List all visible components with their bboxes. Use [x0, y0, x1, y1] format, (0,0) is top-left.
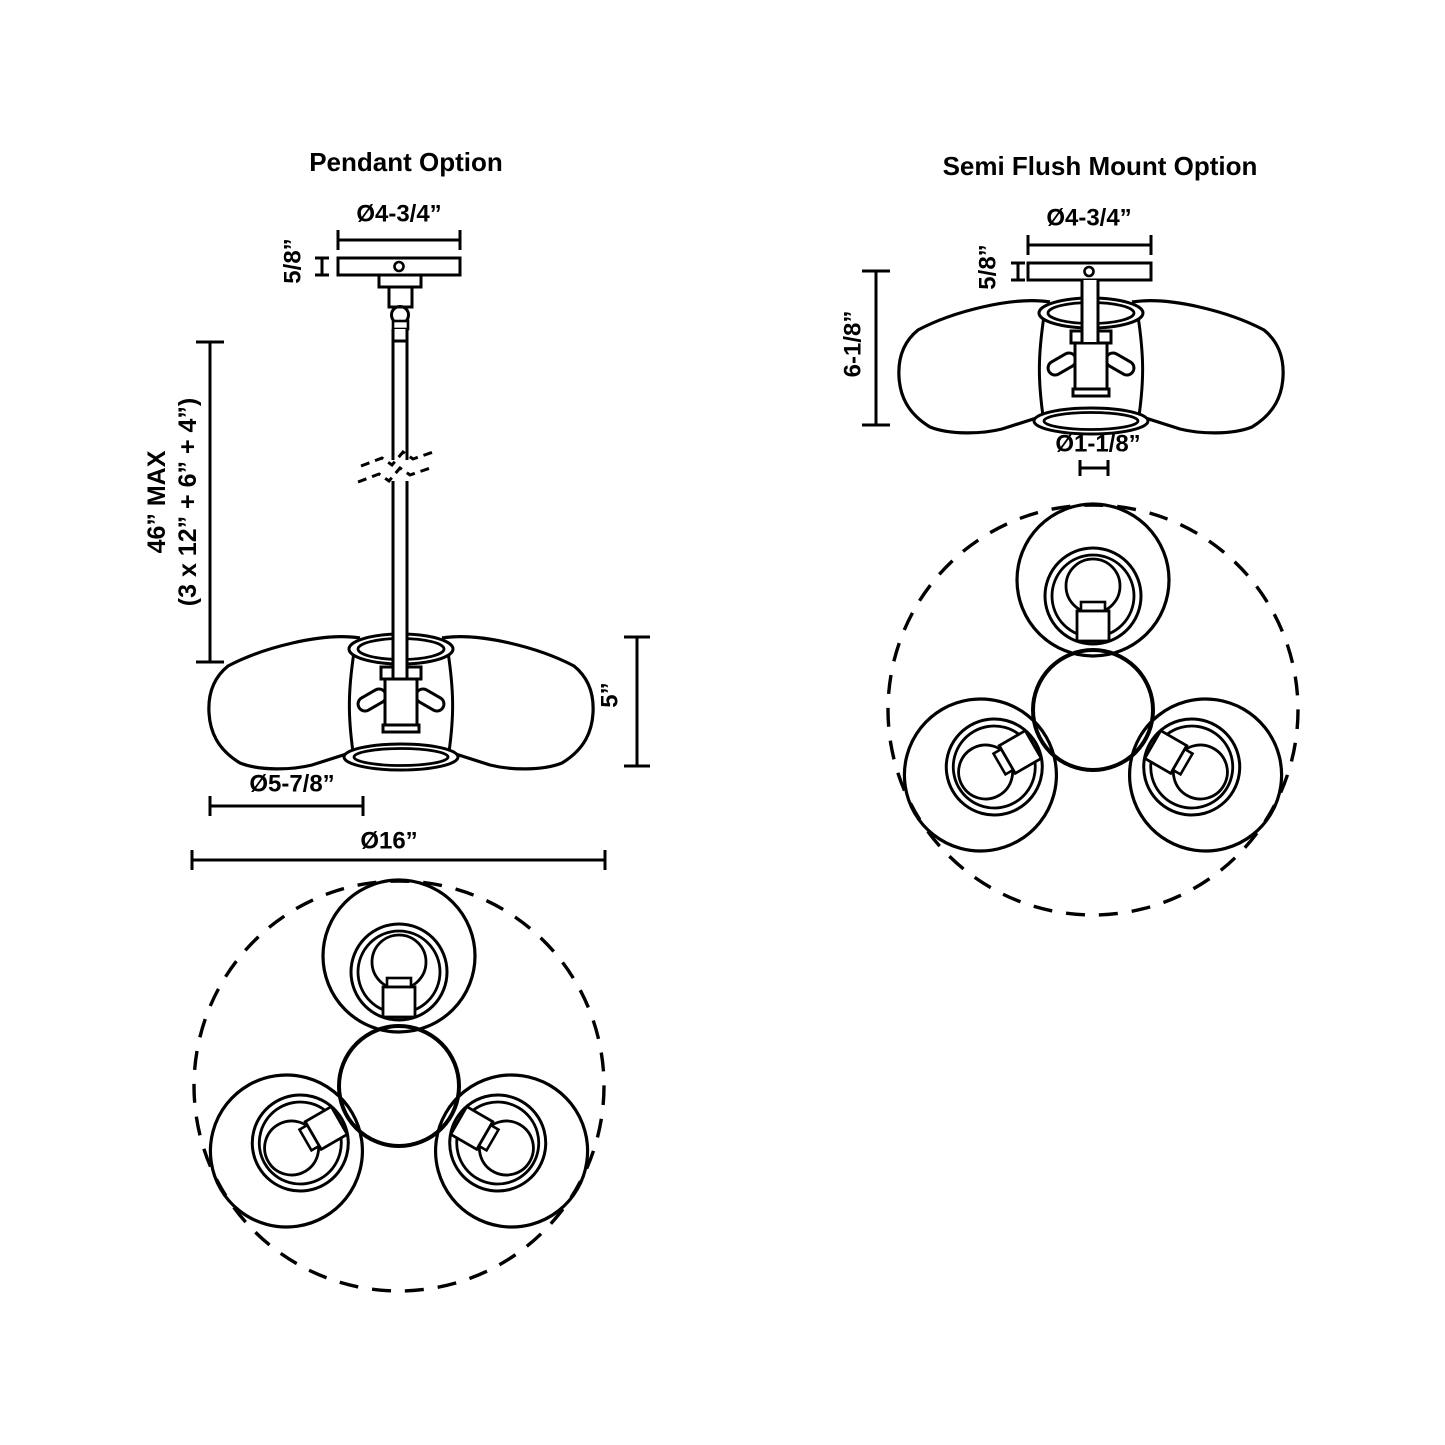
- semi-flush-canopy-height-dimline: [1011, 261, 1025, 282]
- semi-flush-plan-view: [877, 504, 1310, 915]
- semi-flush-bottom-opening-dimline: [1078, 460, 1110, 476]
- pendant-canopy-diameter-dimline: [336, 230, 462, 250]
- pendant-fixture-height-label: 5”: [597, 682, 624, 707]
- pendant-title: Pendant Option: [309, 147, 503, 177]
- semi-flush-canopy-height-label: 5/8”: [975, 244, 1002, 289]
- semi-flush-title: Semi Flush Mount Option: [943, 151, 1258, 181]
- pendant-canopy-diameter-label: Ø4-3/4”: [356, 201, 441, 228]
- semi-flush-bottom-opening-label: Ø1-1/8”: [1055, 431, 1140, 458]
- pendant-rod-length-label-line2: (3 x 12” + 6” + 4”): [174, 398, 202, 606]
- pendant-shade-diameter-label: Ø5-7/8”: [249, 771, 334, 798]
- pendant-rod-length-label-line1: 46” MAX: [143, 450, 171, 553]
- semi-flush-canopy-hole: [1083, 265, 1095, 278]
- semi-flush-canopy-diameter-label: Ø4-3/4”: [1046, 205, 1131, 232]
- semi-flush-canopy: [1026, 261, 1153, 282]
- pendant-rod-length-dimline: [196, 340, 224, 664]
- pendant-shade-diameter-dimline: [208, 796, 365, 816]
- semi-flush-stem: [1080, 280, 1100, 342]
- pendant-overall-diameter-label: Ø16”: [360, 828, 417, 855]
- pendant-fixture-height-dimline: [624, 635, 650, 768]
- semi-flush-height-label: 6-1/8”: [840, 311, 867, 378]
- pendant-canopy-height-dimline: [315, 256, 329, 277]
- pendant-rod: [357, 329, 437, 678]
- semi-flush-option-view: Semi Flush Mount Option Ø4-3/4” 5/8” 6-1…: [840, 151, 1310, 915]
- semi-flush-height-dimline: [862, 269, 890, 427]
- semi-flush-canopy-diameter-dimline: [1026, 235, 1153, 255]
- pendant-canopy: [336, 256, 462, 277]
- pendant-canopy-height-label: 5/8”: [280, 238, 307, 283]
- rod-break-symbol-lower: [357, 465, 434, 484]
- pendant-option-view: Pendant Option Ø4-3/4” 5/8” 46” MAX (3 x…: [143, 147, 650, 1291]
- pendant-overall-diameter-dimline: [190, 850, 607, 870]
- rod-break-symbol-upper: [360, 449, 437, 468]
- pendant-plan-view: [183, 880, 616, 1291]
- pendant-hang-straight: [377, 273, 423, 331]
- pendant-canopy-hole: [393, 260, 405, 273]
